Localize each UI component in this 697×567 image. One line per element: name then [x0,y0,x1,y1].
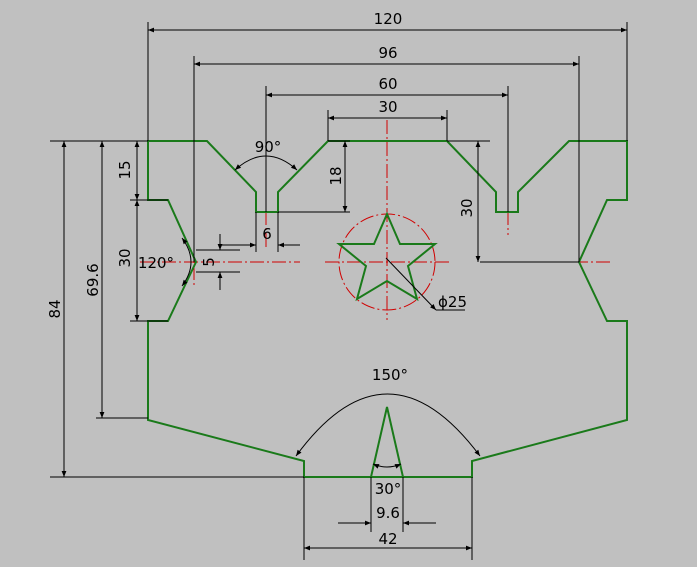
arc-150 [295,393,481,457]
dim-30-top: 30 [378,98,397,116]
arc-90 [234,155,298,171]
dimensions: 120 96 60 30 84 69.6 15 30 18 30 6 5 ϕ25… [46,10,627,551]
dim-30-right: 30 [458,198,476,217]
arc-120 [181,237,192,287]
dim-18: 18 [327,166,345,185]
dim-15: 15 [116,160,134,179]
dim-120: 120 [374,10,403,28]
arc-30 [372,463,402,469]
dim-69-6: 69.6 [84,263,102,296]
dim-9-6: 9.6 [376,504,400,522]
center-lines [140,120,610,320]
angle-120: 120° [138,254,174,272]
dim-5: 5 [200,257,218,267]
dim-30-left: 30 [116,248,134,267]
dim-84: 84 [46,299,64,318]
dim-line-diameter [385,257,437,311]
dim-42: 42 [378,530,397,548]
bottom-v-notch [369,406,405,478]
star-cutout [336,211,438,302]
angle-30: 30° [375,480,402,498]
dim-diameter-25: ϕ25 [438,293,467,311]
dim-6: 6 [262,225,272,243]
dim-60: 60 [378,75,397,93]
dim-96: 96 [378,44,397,62]
angle-150: 150° [372,366,408,384]
angle-90: 90° [255,138,282,156]
